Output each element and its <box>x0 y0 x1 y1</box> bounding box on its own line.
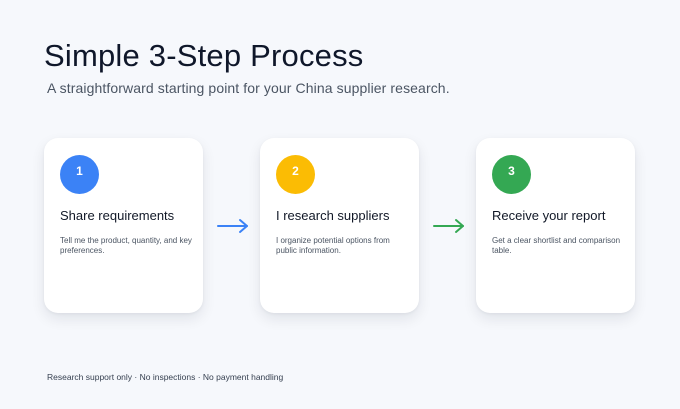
arrow-right-icon <box>433 219 464 233</box>
step-number-badge: 2 <box>276 155 315 194</box>
arrow-right-icon <box>217 219 248 233</box>
step-card-3: 3 Receive your report Get a clear shortl… <box>476 138 635 313</box>
step-card-2: 2 I research suppliers I organize potent… <box>260 138 419 313</box>
page-title: Simple 3-Step Process <box>44 38 364 73</box>
step-description: I organize potential options from public… <box>276 236 390 255</box>
footer-note: Research support only · No inspections ·… <box>47 372 284 382</box>
step-card-1: 1 Share requirements Tell me the product… <box>44 138 203 313</box>
step-title: I research suppliers <box>276 208 390 223</box>
step-number: 3 <box>508 163 515 178</box>
step-number-badge: 1 <box>60 155 99 194</box>
step-description: Get a clear shortlist and comparison tab… <box>492 236 621 255</box>
step-title: Receive your report <box>492 208 606 223</box>
step-number-badge: 3 <box>492 155 531 194</box>
step-title: Share requirements <box>60 208 175 223</box>
step-number: 2 <box>292 163 299 178</box>
step-number: 1 <box>76 163 83 178</box>
step-description: Tell me the product, quantity, and key p… <box>60 236 192 255</box>
page-subtitle: A straightforward starting point for you… <box>47 80 450 96</box>
